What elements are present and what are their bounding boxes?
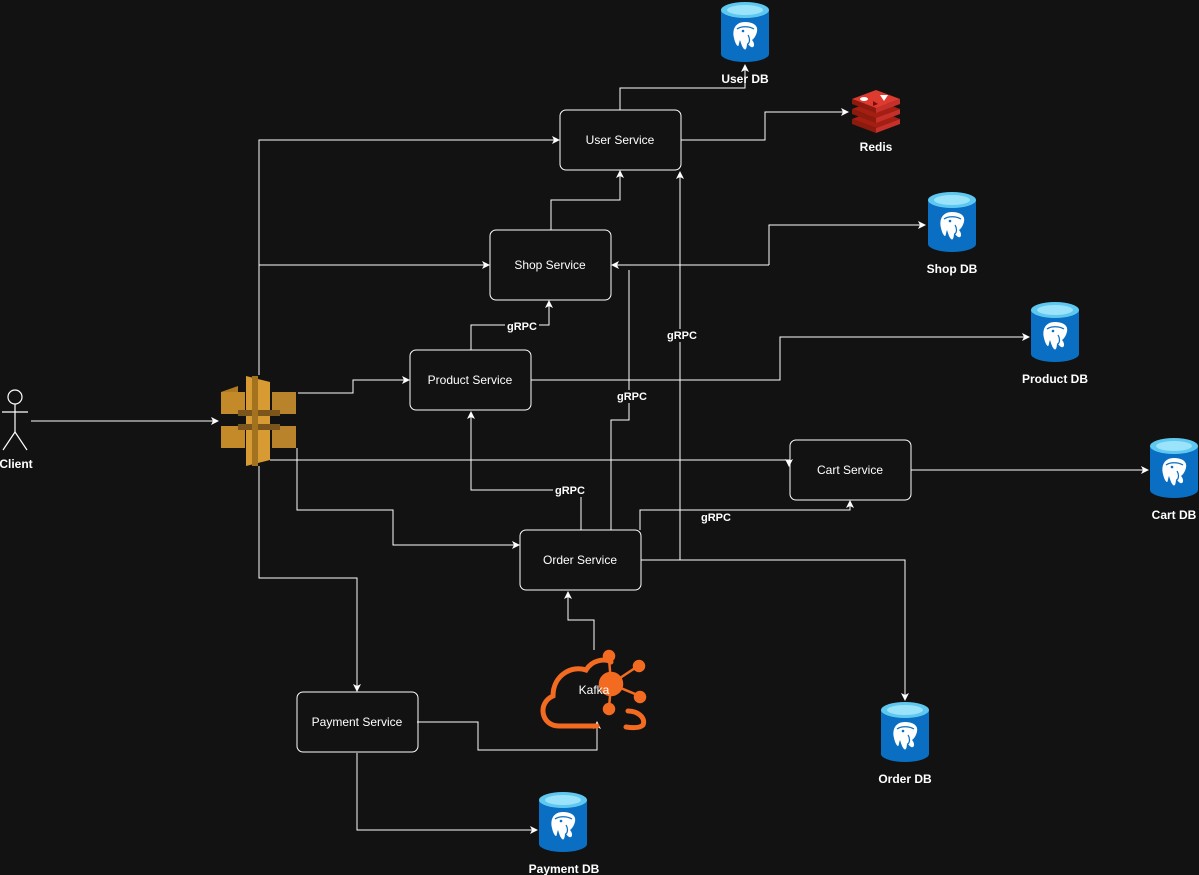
order-db-node[interactable]: Order DB [878,701,932,786]
edge-gateway-product-service [298,376,410,394]
edge-user-service-redis [681,108,849,141]
product-db-node[interactable]: Product DB [1022,301,1088,386]
edge-kafka-order-service [564,591,595,650]
edge-order-service-shop-service [610,270,630,530]
redis-node[interactable]: Redis [852,90,900,154]
edge-label-order-user: gRPC [667,330,697,342]
cart-db-label: Cart DB [1152,508,1197,522]
kafka-node[interactable]: Kafka [540,649,647,731]
user-service-label: User Service [586,133,655,147]
client-node[interactable]: Client [0,389,33,471]
cart-service-label: Cart Service [817,463,883,477]
edge-shop-service-shop-db [768,221,926,265]
user-db-label: User DB [721,72,769,86]
user-service-node[interactable]: User Service [559,109,682,171]
edge-gateway-user-service [258,136,560,375]
edge-label-order-shop: gRPC [617,391,647,403]
order-service-label: Order Service [543,553,617,567]
edge-gateway-order-service [296,448,520,549]
edge-product-service-product-db [531,333,1030,381]
user-db-node[interactable]: User DB [720,1,770,86]
product-db-label: Product DB [1022,372,1088,386]
redis-icon [852,90,900,133]
cart-service-node[interactable]: Cart Service [789,439,912,501]
kafka-label: Kafka [579,683,610,697]
product-service-label: Product Service [428,373,513,387]
shop-service-label: Shop Service [514,258,586,272]
edges [31,64,1149,834]
cart-db-node[interactable]: Cart DB [1149,437,1199,522]
shop-db-node[interactable]: Shop DB [927,191,978,276]
edge-payment-service-payment-db [356,753,538,834]
api-gateway-icon[interactable] [221,376,296,466]
edge-order-service-cart-service [639,500,854,530]
postgres-icon [1030,301,1080,363]
redis-label: Redis [860,140,893,154]
postgres-icon [720,1,770,63]
edge-payment-service-kafka [417,721,601,751]
edge-user-service-user-db [619,64,749,110]
order-db-label: Order DB [878,772,932,786]
person-icon [2,389,28,451]
postgres-icon [538,791,588,853]
edge-gateway-payment-service [258,466,361,692]
edge-order-service-product-service [467,411,582,530]
kafka-icon [540,657,647,731]
shop-db-label: Shop DB [927,262,978,276]
payment-service-node[interactable]: Payment Service [296,691,419,753]
edge-gateway-cart-service [270,459,793,467]
payment-db-node[interactable]: Payment DB [529,791,600,875]
shop-service-node[interactable]: Shop Service [489,229,612,301]
payment-db-label: Payment DB [529,862,600,875]
edge-label-order-product: gRPC [555,485,585,497]
edge-labels: gRPC gRPC gRPC gRPC gRPC [505,320,733,524]
postgres-icon [1149,437,1199,499]
edge-label-order-cart: gRPC [701,512,731,524]
client-label: Client [0,457,33,471]
edge-order-service-order-db [641,559,909,701]
postgres-icon [927,191,977,253]
edge-shop-service-user-service [550,170,624,230]
product-service-node[interactable]: Product Service [409,349,532,411]
edge-label-product-shop: gRPC [507,321,537,333]
payment-service-label: Payment Service [312,715,403,729]
postgres-icon [880,701,930,763]
kafka-nodes-icon [598,649,647,716]
order-service-node[interactable]: Order Service [519,529,642,591]
